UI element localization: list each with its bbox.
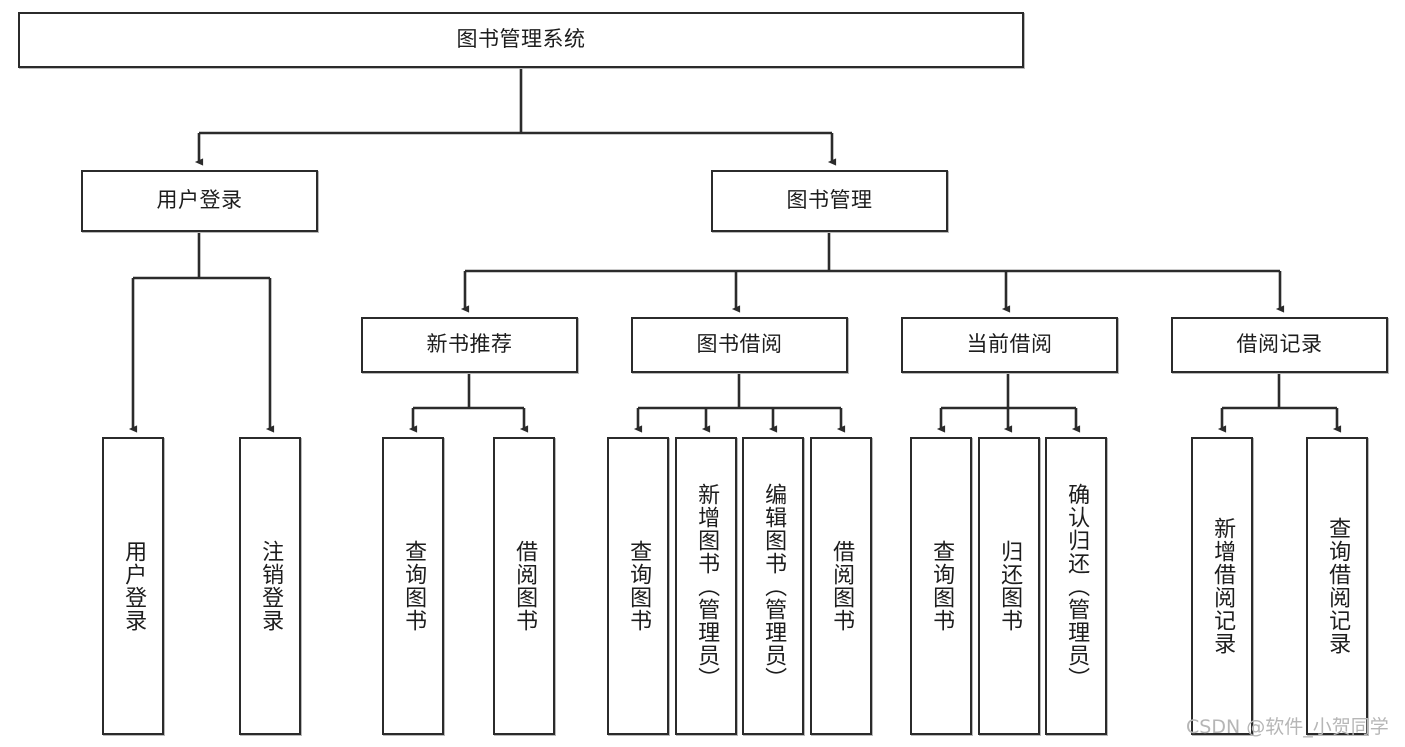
node-label: 用户登录 xyxy=(121,540,147,632)
node-label: 当前借阅 xyxy=(966,332,1053,357)
node-label: 查询图书 xyxy=(626,540,652,632)
node-book-borrow[interactable]: 图书借阅 xyxy=(631,317,848,373)
node-root-book-management-system[interactable]: 图书管理系统 xyxy=(18,12,1024,68)
node-label: 编辑图书（管理员） xyxy=(761,482,787,690)
node-user-login[interactable]: 用户登录 xyxy=(81,170,318,232)
node-label: 归还图书 xyxy=(997,540,1023,632)
node-label: 查询借阅记录 xyxy=(1325,517,1351,655)
leaf-edit-book-admin[interactable]: 编辑图书（管理员） xyxy=(742,437,804,735)
node-label: 图书管理 xyxy=(786,188,873,213)
leaf-user-login[interactable]: 用户登录 xyxy=(102,437,164,735)
node-label: 新增图书（管理员） xyxy=(694,482,720,690)
leaf-add-borrow-record[interactable]: 新增借阅记录 xyxy=(1191,437,1253,735)
node-label: 查询图书 xyxy=(401,540,427,632)
leaf-query-book-recommend[interactable]: 查询图书 xyxy=(382,437,444,735)
node-label: 图书管理系统 xyxy=(456,27,586,52)
node-label: 借阅图书 xyxy=(512,540,538,632)
leaf-logout[interactable]: 注销登录 xyxy=(239,437,301,735)
node-label: 确认归还（管理员） xyxy=(1064,482,1090,690)
node-borrow-record[interactable]: 借阅记录 xyxy=(1171,317,1388,373)
node-label: 查询图书 xyxy=(929,540,955,632)
leaf-borrow-book[interactable]: 借阅图书 xyxy=(810,437,872,735)
csdn-watermark: CSDN @软件_小贺同学 xyxy=(1186,716,1389,738)
leaf-borrow-book-recommend[interactable]: 借阅图书 xyxy=(493,437,555,735)
node-label: 新书推荐 xyxy=(426,332,513,357)
node-book-management[interactable]: 图书管理 xyxy=(711,170,948,232)
node-new-book-recommend[interactable]: 新书推荐 xyxy=(361,317,578,373)
node-label: 新增借阅记录 xyxy=(1210,517,1236,655)
leaf-confirm-return-admin[interactable]: 确认归还（管理员） xyxy=(1045,437,1107,735)
leaf-query-book-current[interactable]: 查询图书 xyxy=(910,437,972,735)
leaf-return-book[interactable]: 归还图书 xyxy=(978,437,1040,735)
node-label: 借阅记录 xyxy=(1236,332,1323,357)
node-label: 用户登录 xyxy=(156,188,243,213)
node-label: 图书借阅 xyxy=(696,332,783,357)
node-label: 借阅图书 xyxy=(829,540,855,632)
leaf-query-borrow-record[interactable]: 查询借阅记录 xyxy=(1306,437,1368,735)
leaf-add-book-admin[interactable]: 新增图书（管理员） xyxy=(675,437,737,735)
node-current-borrow[interactable]: 当前借阅 xyxy=(901,317,1118,373)
node-label: 注销登录 xyxy=(258,540,284,632)
leaf-query-book-borrow[interactable]: 查询图书 xyxy=(607,437,669,735)
